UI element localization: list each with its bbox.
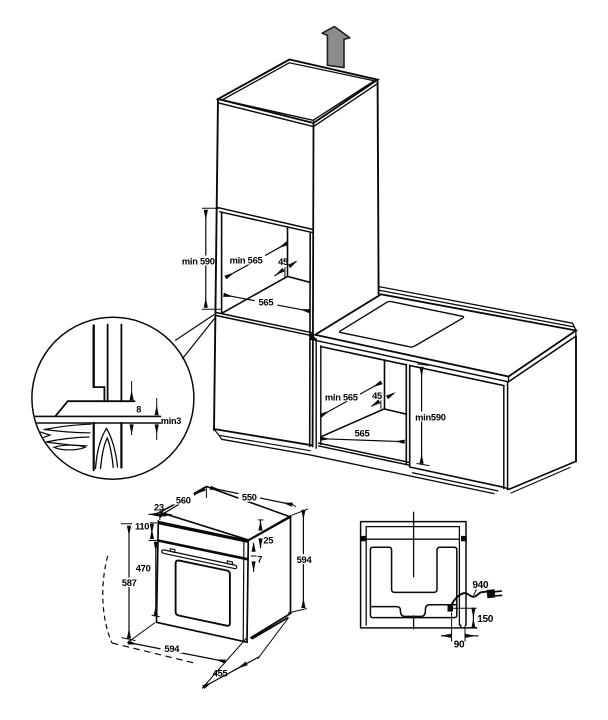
svg-text:min590: min590 (415, 413, 446, 423)
svg-text:550: 550 (242, 493, 257, 503)
svg-text:470: 470 (136, 564, 151, 574)
svg-text:110: 110 (135, 522, 149, 532)
svg-text:23: 23 (154, 502, 164, 512)
svg-text:587: 587 (122, 578, 137, 588)
svg-text:45: 45 (278, 257, 288, 267)
svg-text:594: 594 (297, 555, 313, 565)
svg-text:90: 90 (454, 640, 465, 651)
svg-text:594: 594 (164, 644, 180, 654)
svg-text:25: 25 (263, 536, 273, 546)
svg-text:565: 565 (355, 428, 370, 438)
svg-text:560: 560 (176, 495, 191, 505)
svg-text:940: 940 (472, 580, 489, 591)
svg-text:min 565: min 565 (325, 392, 358, 402)
svg-text:min 565: min 565 (230, 256, 263, 266)
svg-text:565: 565 (259, 297, 274, 307)
svg-text:7: 7 (257, 554, 262, 564)
svg-text:45: 45 (372, 391, 382, 401)
svg-text:150: 150 (477, 614, 494, 625)
svg-text:min3: min3 (161, 416, 181, 426)
svg-text:455: 455 (213, 669, 228, 679)
svg-text:min 590: min 590 (182, 256, 215, 266)
svg-text:8: 8 (136, 404, 141, 414)
